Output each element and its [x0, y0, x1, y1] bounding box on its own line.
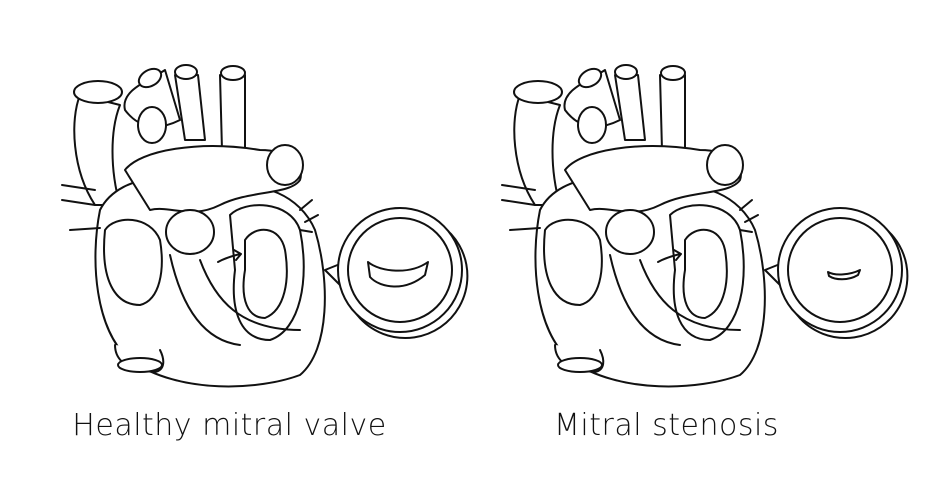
panel-healthy: Healthy mitral valve	[0, 0, 473, 500]
blood-flow-arrow-icon	[657, 249, 682, 263]
caption-healthy-mitral-valve: Healthy mitral valve	[72, 408, 387, 443]
blood-flow-arrow-icon	[217, 249, 242, 263]
heart-illustration-icon	[501, 64, 909, 388]
heart-illustration-icon	[61, 64, 469, 388]
valve-zoom-bubble-icon	[764, 207, 909, 339]
panel-mitral-stenosis: Mitral stenosis	[440, 0, 913, 500]
caption-mitral-stenosis: Mitral stenosis	[554, 408, 779, 443]
valve-zoom-bubble-icon	[324, 207, 469, 339]
